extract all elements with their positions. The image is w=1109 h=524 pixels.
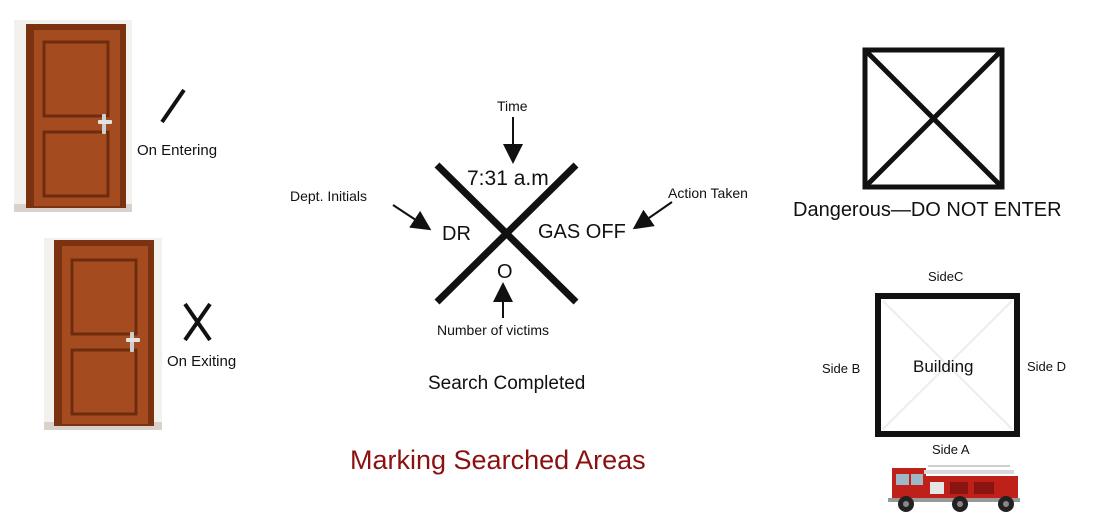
entering-label: On Entering [137,142,218,159]
victims-label: Number of victims [437,322,550,338]
building-label: Building [913,357,974,376]
fire-truck-icon [888,465,1020,512]
action-label: Action Taken [668,185,748,201]
time-value: 7:31 a.m [467,167,549,190]
side-c-label: SideC [928,269,964,284]
door-entering-icon [14,20,132,212]
danger-box [862,47,1005,190]
victims-value: O [497,261,513,283]
time-label: Time [497,98,528,114]
side-d-label: Side D [1027,359,1067,374]
initials-arrow [392,204,432,231]
x-mark [183,302,212,342]
action-value: GAS OFF [538,221,626,243]
side-b-label: Side B [822,361,861,376]
action-arrow [632,201,673,230]
slash-mark [160,88,186,124]
building-box [875,293,1020,437]
diagram-title: Marking Searched Areas [350,445,646,475]
initials-value: DR [442,223,471,245]
initials-label: Dept. Initials [290,188,368,204]
search-caption: Search Completed [428,373,586,394]
search-x-mark [434,162,579,305]
door-exiting-icon [44,238,162,430]
danger-caption: Dangerous—DO NOT ENTER [793,199,1062,221]
exiting-label: On Exiting [167,353,237,370]
side-a-label: Side A [932,442,970,457]
